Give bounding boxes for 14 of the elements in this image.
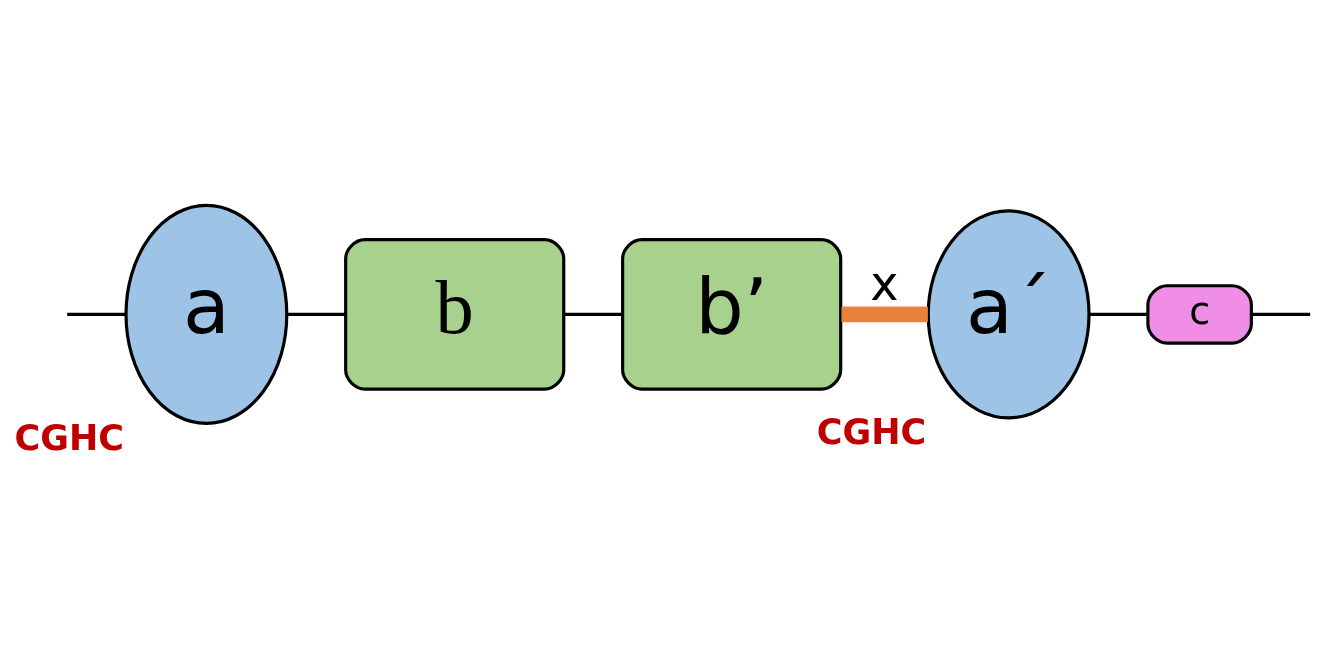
node-ellipse: a´ — [926, 209, 1091, 420]
connector — [1089, 312, 1148, 316]
connector — [564, 312, 623, 316]
node-box: c — [1146, 284, 1253, 345]
node-box: b — [344, 238, 566, 391]
connector — [286, 312, 346, 316]
connector — [67, 312, 126, 316]
node-box: b’ — [621, 238, 843, 391]
connector — [1251, 312, 1311, 316]
node-label: CGHC — [14, 417, 124, 458]
edge-label: x — [870, 256, 899, 312]
connector — [841, 306, 928, 323]
node-ellipse: a — [124, 203, 289, 425]
node-label: CGHC — [816, 412, 927, 453]
